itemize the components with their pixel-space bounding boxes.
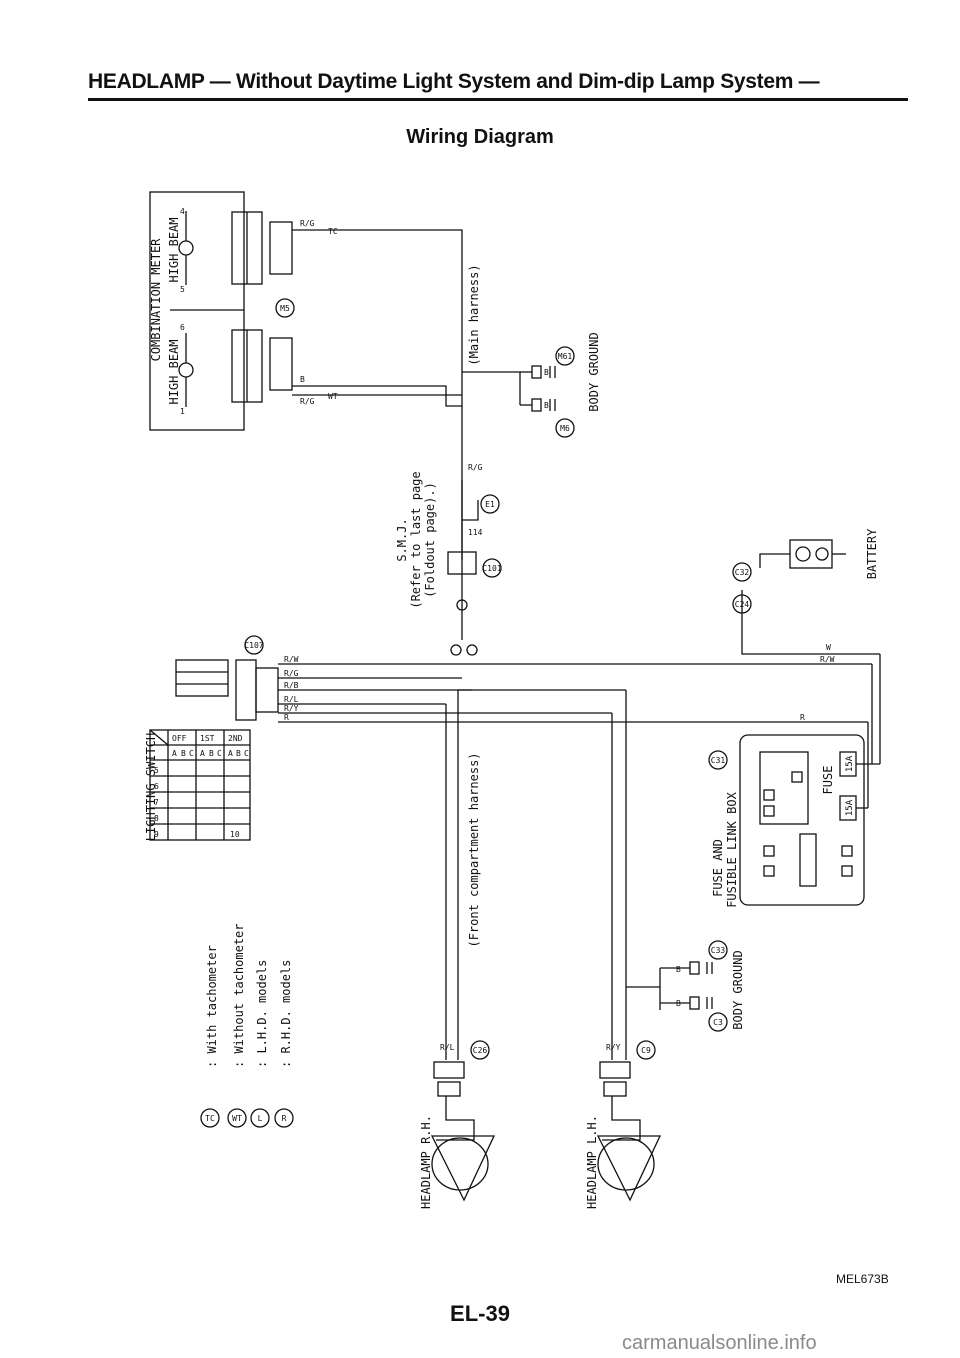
conn-wt: WT: [328, 392, 338, 401]
switch-pos-1st: 1ST: [200, 734, 215, 743]
legend-wt-symbol: WT: [232, 1114, 242, 1123]
pin-114: 114: [468, 528, 483, 537]
switch-col-b3: B: [236, 749, 241, 758]
conn-m5: M5: [280, 304, 290, 313]
smj-label-2: (Refer to last page: [409, 471, 423, 608]
legend-r-symbol: R: [282, 1114, 287, 1123]
wire-ry-headlamp: R/Y: [606, 1043, 621, 1052]
wire-rw-right: R/W: [820, 655, 835, 664]
wire-rg-switch: R/G: [284, 669, 299, 678]
conn-c32: C32: [735, 568, 750, 577]
conn-m61: M61: [558, 352, 573, 361]
wire-rg-smj: R/G: [468, 463, 483, 472]
conn-c33: C33: [711, 946, 726, 955]
lighting-switch-label: LIGHTING SWITCH: [144, 733, 158, 841]
legend-wt-text: : Without tachometer: [232, 924, 246, 1069]
wire-rb-switch: R/B: [284, 681, 299, 690]
pin-6: 6: [180, 323, 185, 332]
page-title: HEADLAMP — Without Daytime Light System …: [88, 70, 820, 93]
combination-meter-label: COMBINATION METER: [149, 238, 163, 362]
conn-c26: C26: [473, 1046, 488, 1055]
fuse-label: FUSE: [821, 766, 835, 795]
meter-plug-bottom: [269, 337, 293, 391]
conn-c31: C31: [711, 756, 726, 765]
diagram-code: MEL673B: [836, 1272, 889, 1286]
wire-ry-switch: R/Y: [284, 704, 299, 713]
wire-rl-switch: R/L: [284, 695, 299, 704]
battery-label: BATTERY: [865, 528, 879, 579]
main-harness-label: (Main harness): [467, 264, 481, 365]
switch-col-b2: B: [209, 749, 214, 758]
wire-b-ground-top-2: B: [544, 401, 549, 410]
switch-col-c3: C: [244, 749, 249, 758]
fuse-a-rating: 15A: [845, 755, 855, 772]
wire-w: W: [826, 643, 831, 652]
pin-4: 4: [180, 207, 185, 216]
diagram-subtitle: Wiring Diagram: [406, 126, 554, 148]
watermark: carmanualsonline.info: [622, 1332, 817, 1354]
wire-b-ground-top-1: B: [544, 368, 549, 377]
fuse-box-label-2: FUSIBLE LINK BOX: [725, 791, 739, 907]
switch-col-c2: C: [217, 749, 222, 758]
smj-label-3: (Foldout page).): [423, 482, 437, 598]
page-number: EL-39: [450, 1301, 510, 1326]
wire-b-ground-bottom-1: B: [676, 965, 681, 974]
wire-r-right: R: [800, 713, 805, 722]
wire-rg-top: R/G: [300, 219, 315, 228]
conn-c3: C3: [713, 1018, 723, 1027]
title-rule: [88, 98, 908, 101]
legend-l-symbol: L: [258, 1114, 263, 1123]
legend-tc-text: : With tachometer: [205, 945, 219, 1068]
high-beam-indicator-top: [178, 240, 194, 256]
meter-plug-top: [269, 221, 293, 275]
legend-r-text: : R.H.D. models: [279, 960, 293, 1068]
fuse-box-label-1: FUSE AND: [711, 839, 725, 897]
conn-c9: C9: [641, 1046, 651, 1055]
wire-rg-bottom: R/G: [300, 397, 315, 406]
wire-b-ground-bottom-2: B: [676, 999, 681, 1008]
switch-row-9: 9: [154, 830, 159, 839]
smj-label-1: S.M.J.: [395, 518, 409, 561]
combination-meter-box: [149, 191, 245, 431]
high-beam-label-top: HIGH BEAM: [167, 217, 181, 282]
switch-col-a2: A: [200, 749, 205, 758]
pin-5: 5: [180, 285, 185, 294]
headlamp-rh-label: HEADLAMP R.H.: [419, 1115, 433, 1209]
switch-row-8: 8: [154, 814, 159, 823]
switch-row-7: 7: [154, 798, 159, 807]
conn-tc: TC: [328, 227, 338, 236]
conn-c107: C107: [244, 641, 263, 650]
wire-b-meter: B: [300, 375, 305, 384]
switch-col-c1: C: [189, 749, 194, 758]
conn-c101: C101: [482, 564, 501, 573]
switch-pos-off: OFF: [172, 734, 187, 743]
switch-col-a3: A: [228, 749, 233, 758]
switch-col-a1: A: [172, 749, 177, 758]
pin-1: 1: [180, 407, 185, 416]
high-beam-indicator-bottom: [178, 362, 194, 378]
body-ground-top-label: BODY GROUND: [587, 332, 601, 411]
wire-rl-headlamp: R/L: [440, 1043, 455, 1052]
wire-rw: R/W: [284, 655, 299, 664]
switch-row-10: 10: [230, 830, 240, 839]
headlamp-lh-label: HEADLAMP L.H.: [585, 1115, 599, 1209]
wire-r-switch: R: [284, 713, 289, 722]
switch-row-5: 5: [154, 766, 159, 775]
legend-l-text: : L.H.D. models: [255, 960, 269, 1068]
high-beam-label-bottom: HIGH BEAM: [167, 339, 181, 404]
conn-c24: C24: [735, 600, 750, 609]
switch-row-6: 6: [154, 782, 159, 791]
fuse-b-rating: 15A: [845, 799, 855, 816]
legend-tc-symbol: TC: [205, 1114, 215, 1123]
conn-e1: E1: [485, 500, 495, 509]
switch-col-b1: B: [181, 749, 186, 758]
body-ground-bottom-label: BODY GROUND: [731, 950, 745, 1029]
front-harness-label: (Front compartment harness): [467, 752, 481, 947]
fuse-box: [739, 734, 865, 906]
switch-pos-2nd: 2ND: [228, 734, 243, 743]
conn-m6: M6: [560, 424, 570, 433]
